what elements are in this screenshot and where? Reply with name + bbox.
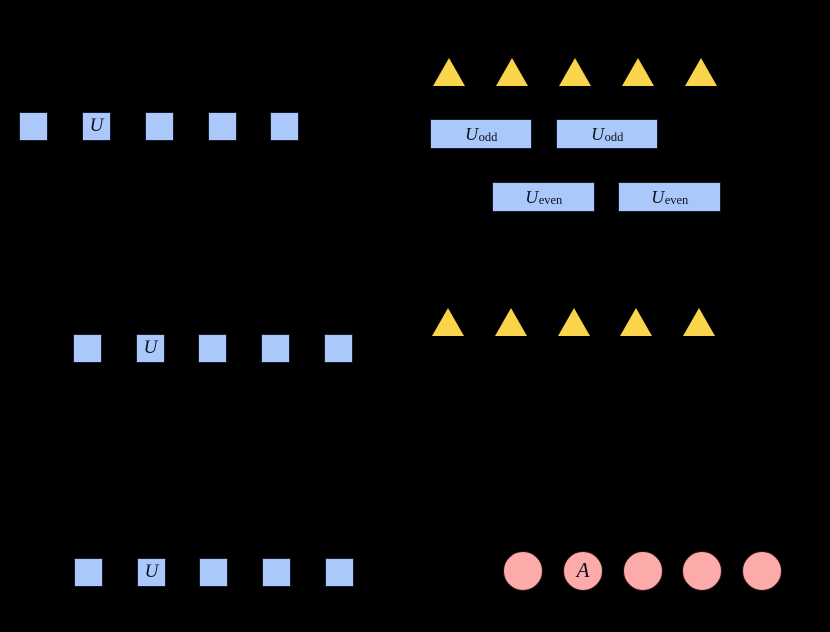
row3-square-1[interactable] [74, 558, 103, 587]
gate-u-even-2-sub: even [664, 192, 689, 207]
row2-square-2-label: U [143, 337, 158, 358]
row2-triangle-3[interactable] [558, 308, 590, 336]
row2-square-5[interactable] [324, 334, 353, 363]
row3-circle-2-label: A [576, 557, 590, 582]
row1-square-3[interactable] [145, 112, 174, 141]
row3-circle-2[interactable]: A [563, 551, 603, 591]
row3-square-2-label: U [144, 561, 159, 582]
row2-triangle-5[interactable] [683, 308, 715, 336]
row3-square-5[interactable] [325, 558, 354, 587]
row2-triangle-1[interactable] [432, 308, 464, 336]
row3-square-2[interactable]: U [137, 558, 166, 587]
row1-square-2-label: U [89, 115, 104, 136]
row2-triangle-4[interactable] [620, 308, 652, 336]
row1-square-5[interactable] [270, 112, 299, 141]
row1-square-4[interactable] [208, 112, 237, 141]
gate-u-odd-1-base: U [465, 124, 479, 144]
row1-square-1[interactable] [19, 112, 48, 141]
row3-circle-4[interactable] [682, 551, 722, 591]
row1-triangle-3[interactable] [559, 58, 591, 86]
row1-triangle-5[interactable] [685, 58, 717, 86]
gate-u-odd-2-base: U [591, 124, 605, 144]
gate-u-even-2-base: U [651, 187, 665, 207]
row2-square-4[interactable] [261, 334, 290, 363]
row3-square-3[interactable] [199, 558, 228, 587]
row1-square-2[interactable]: U [82, 112, 111, 141]
row2-square-3[interactable] [198, 334, 227, 363]
row3-circle-5[interactable] [742, 551, 782, 591]
gate-u-odd-2-sub: odd [604, 129, 624, 144]
row1-triangle-4[interactable] [622, 58, 654, 86]
row2-square-2[interactable]: U [136, 334, 165, 363]
row2-square-1[interactable] [73, 334, 102, 363]
gate-u-odd-1-sub: odd [478, 129, 498, 144]
row3-square-4[interactable] [262, 558, 291, 587]
row1-triangle-1[interactable] [433, 58, 465, 86]
row1-triangle-2[interactable] [496, 58, 528, 86]
gate-u-even-1-base: U [525, 187, 539, 207]
row3-circle-3[interactable] [623, 551, 663, 591]
gate-u-even-1-sub: even [538, 192, 563, 207]
row2-triangle-2[interactable] [495, 308, 527, 336]
row3-circle-1[interactable] [503, 551, 543, 591]
